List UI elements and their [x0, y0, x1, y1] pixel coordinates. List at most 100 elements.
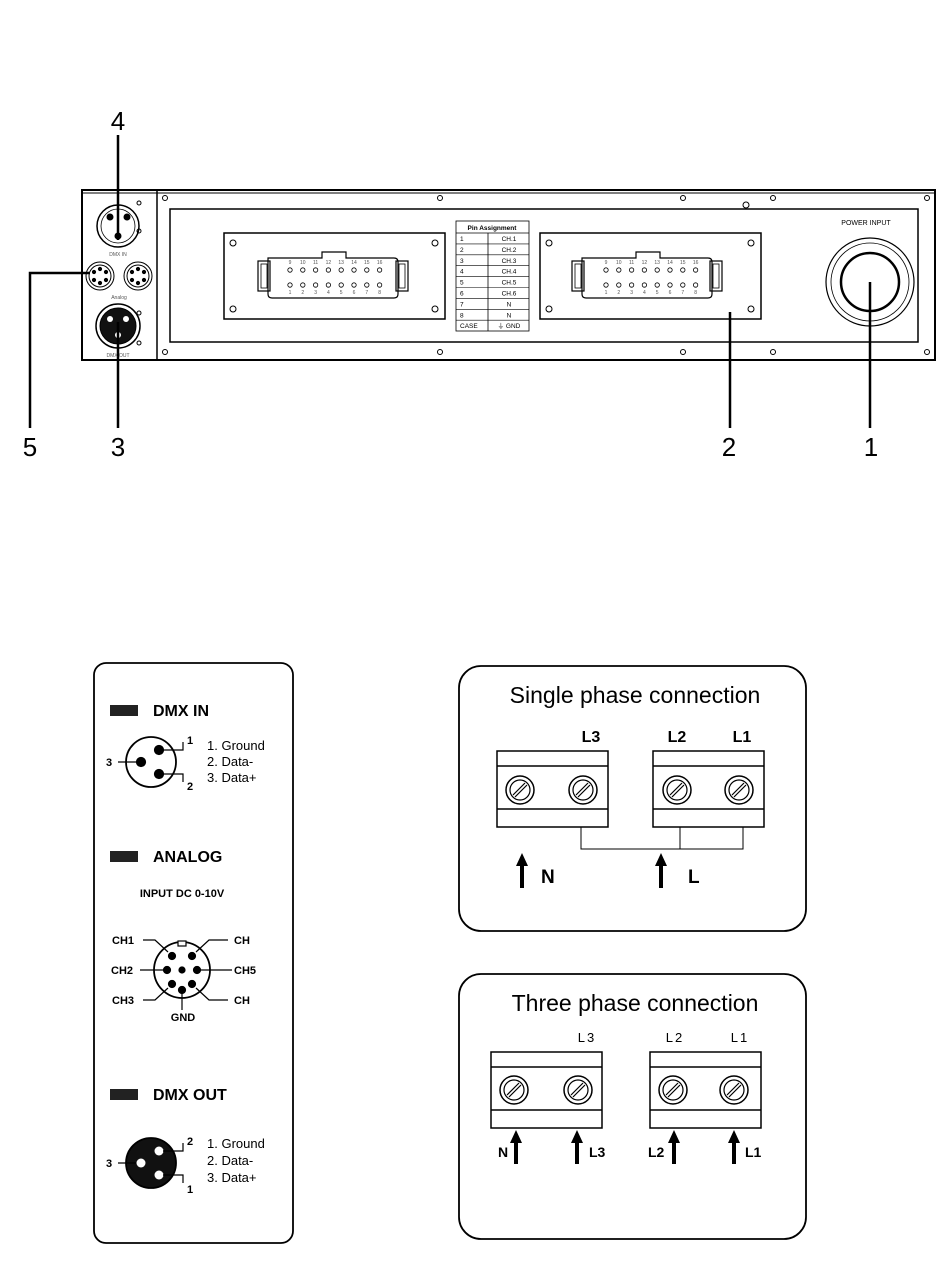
multipin-connector-right — [539, 232, 762, 320]
analog-din-pinout — [140, 939, 232, 1010]
pin-number-bottom: 6 — [353, 290, 356, 296]
dmx-in-title: DMX IN — [153, 703, 209, 720]
pin-table-pin: 8 — [460, 312, 464, 319]
pin-number-bottom: 4 — [643, 290, 646, 296]
pin-table-function: CH.5 — [502, 280, 517, 287]
single-phase-l3: L3 — [582, 729, 601, 746]
pin-hole — [338, 267, 344, 273]
pin-hole — [376, 267, 383, 273]
pin-hole — [325, 267, 331, 273]
power-input-label: POWER INPUT — [841, 220, 891, 227]
pin-hole — [300, 267, 306, 273]
pin-hole — [351, 267, 357, 273]
single-phase-title: Single phase connection — [510, 682, 761, 708]
pin-number-bottom: 2 — [301, 290, 304, 296]
analog-sockets — [85, 261, 153, 291]
analog-subtitle: INPUT DC 0-10V — [140, 888, 225, 900]
dmx-out-small-label: DMX OUT — [106, 353, 129, 359]
pin-table-pin: 2 — [460, 247, 464, 254]
pin-number-top: 16 — [693, 260, 699, 266]
pin-hole — [287, 267, 293, 273]
pin-number-top: 12 — [642, 260, 648, 266]
pin-number-bottom: 8 — [694, 290, 697, 296]
dmx-in-pin-2: 2. Data- — [207, 754, 253, 769]
connector-pins-left — [287, 267, 383, 288]
pin-number-bottom: 2 — [617, 290, 620, 296]
callout-1: 1 — [864, 432, 878, 462]
pin-number-bottom: 4 — [327, 290, 330, 296]
three-phase-l1: L1 — [731, 1030, 749, 1045]
single-phase-l1: L1 — [733, 729, 752, 746]
terminal-screw — [724, 775, 754, 805]
pin-hole — [667, 282, 673, 288]
pin-number-top: 14 — [667, 260, 673, 266]
pin-hole — [312, 267, 319, 273]
pin-hole — [628, 267, 635, 273]
terminal-screw — [499, 1075, 529, 1105]
analog-ch2: CH2 — [111, 965, 133, 977]
dmx-out-num-3: 3 — [106, 1158, 112, 1170]
pin-hole — [351, 282, 357, 288]
callout-2: 2 — [722, 432, 736, 462]
connector-pins-right — [603, 267, 699, 288]
terminal-screw — [505, 775, 535, 805]
dmx-in-pin-1: 1. Ground — [207, 738, 265, 753]
pin-number-top: 15 — [680, 260, 686, 266]
dmx-out-pinout — [118, 1137, 184, 1189]
pin-number-top: 11 — [313, 260, 318, 266]
pin-hole — [603, 267, 609, 273]
analog-ch3: CH3 — [112, 995, 134, 1007]
pin-hole — [603, 282, 609, 288]
pin-number-top: 13 — [654, 260, 660, 266]
pin-table-function: CH.3 — [502, 258, 517, 265]
pin-hole — [641, 267, 648, 273]
three-phase-title: Three phase connection — [512, 990, 759, 1016]
dmx-out-title: DMX OUT — [153, 1087, 227, 1104]
three-phase-arrow-n: N — [498, 1144, 508, 1160]
analog-ch-bottom: CH — [234, 995, 250, 1007]
dmx-in-pin-3: 3. Data+ — [207, 770, 257, 785]
three-phase-arrow-l3: L3 — [589, 1144, 606, 1160]
legend-panel: DMX IN 1 2 3 1. Ground 2. Data- 3. Data+… — [93, 662, 294, 1244]
pin-number-bottom: 1 — [289, 290, 292, 296]
terminal-screw — [658, 1075, 688, 1105]
pin-hole — [616, 282, 622, 288]
panel-outline — [81, 189, 936, 361]
terminal-screw — [662, 775, 692, 805]
single-phase-terminal-blocks — [496, 750, 765, 850]
pin-hole — [641, 282, 648, 288]
pin-hole — [287, 282, 293, 288]
pin-number-top: 16 — [377, 260, 383, 266]
single-phase-panel: Single phase connection L3 L2 L1 N L — [458, 665, 807, 932]
three-phase-l2: L2 — [666, 1030, 684, 1045]
pin-table-function: CH.6 — [502, 291, 517, 298]
pin-hole — [667, 267, 673, 273]
pin-table-function: N — [507, 301, 512, 308]
pin-number-bottom: 7 — [365, 290, 368, 296]
three-phase-panel: Three phase connection L3 L2 L1 N L3 L2 … — [458, 973, 807, 1240]
pin-table-title: Pin Assignment — [468, 225, 518, 232]
pin-table-function: ⏚ GND — [498, 322, 521, 330]
callout-3: 3 — [111, 432, 125, 462]
pin-table-pin: 1 — [460, 236, 464, 243]
pin-number-bottom: 7 — [681, 290, 684, 296]
pin-hole — [300, 282, 306, 288]
pin-table-pin: 4 — [460, 269, 464, 276]
three-phase-arrows — [510, 1130, 740, 1164]
pin-hole — [376, 282, 383, 288]
pin-table-function: CH.4 — [502, 269, 517, 276]
pin-table-pin: 3 — [460, 258, 464, 265]
callout-lines — [28, 135, 872, 428]
pin-number-top: 15 — [364, 260, 370, 266]
pin-number-top: 9 — [605, 260, 608, 266]
single-phase-arrow-n: N — [541, 867, 555, 888]
pin-table-function: CH.2 — [502, 247, 517, 254]
pin-hole — [325, 282, 331, 288]
pin-hole — [692, 267, 699, 273]
analog-ch1: CH1 — [112, 935, 134, 947]
pin-number-top: 10 — [300, 260, 306, 266]
pin-hole — [338, 282, 344, 288]
rear-panel-text: 4 5 3 2 1 POWER INPUT DMX IN Analog DMX … — [23, 106, 892, 462]
pin-table-function: CH.1 — [502, 236, 517, 243]
